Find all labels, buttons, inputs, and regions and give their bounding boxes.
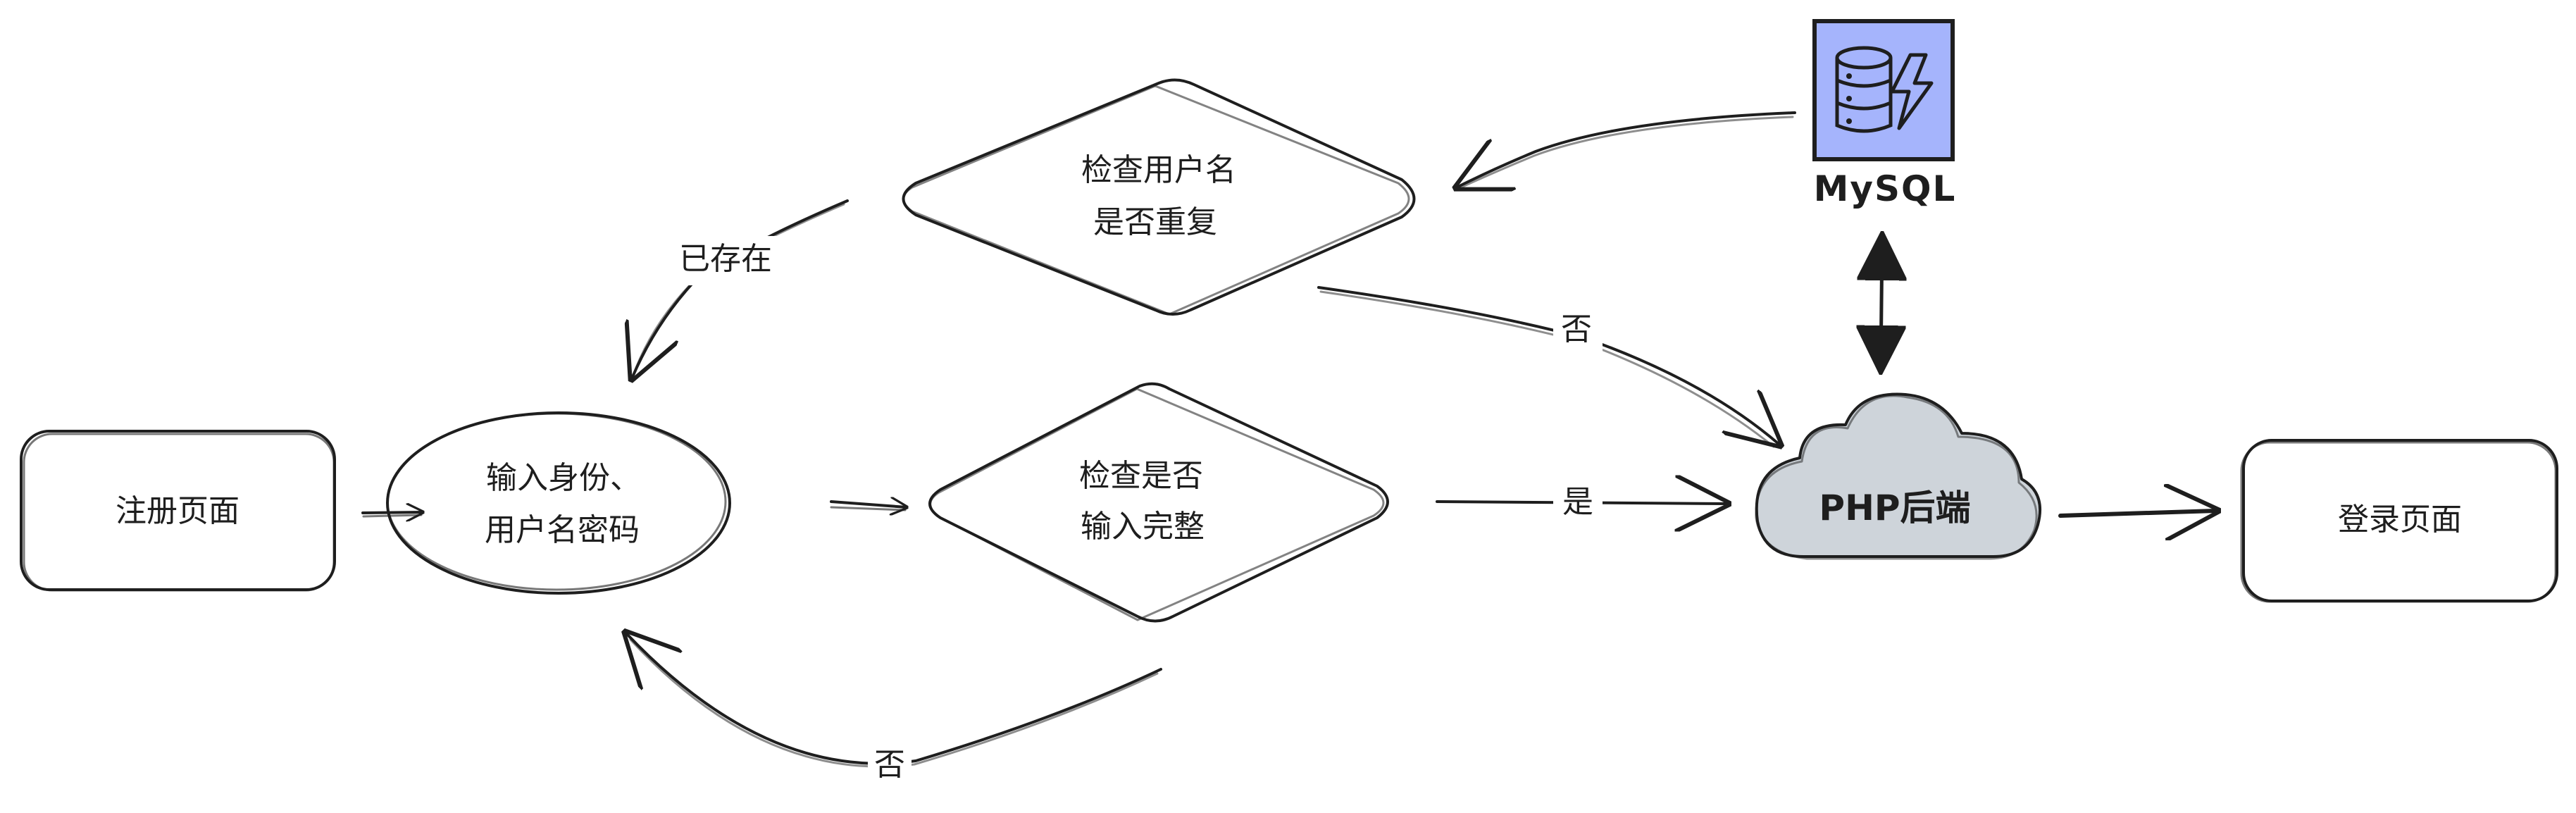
- mysql-node: MySQL: [1812, 19, 1957, 209]
- register-page-node: 注册页面: [20, 430, 336, 592]
- login-page-label: 登录页面: [2338, 502, 2462, 538]
- edge-check-duplicate-to-input-exists: [633, 199, 849, 377]
- login-page-node: 登录页面: [2240, 439, 2558, 603]
- input-credentials-label-line1: 输入身份、: [486, 460, 641, 496]
- check-complete-label-line2: 输入完整: [1081, 509, 1205, 545]
- check-duplicate-label-line1: 检查用户名: [1081, 152, 1236, 188]
- edge-no-label-bottom: 否: [874, 747, 905, 783]
- edge-php-to-login: [2058, 511, 2215, 516]
- input-credentials-node: 输入身份、 用户名密码: [386, 411, 731, 595]
- edge-no-label-top: 否: [1561, 311, 1592, 347]
- edge-mysql-to-check-duplicate: [1458, 111, 1796, 187]
- php-backend-label: PHP后端: [1819, 488, 1970, 528]
- database-lightning-icon: [1812, 19, 1955, 161]
- check-duplicate-label-line2: 是否重复: [1093, 204, 1217, 240]
- edge-mysql-php-bidirectional: [1881, 236, 1882, 370]
- check-complete-label-line1: 检查是否: [1079, 458, 1203, 494]
- register-page-label: 注册页面: [116, 493, 239, 529]
- mysql-label: MySQL: [1814, 168, 1957, 209]
- check-duplicate-node: 检查用户名 是否重复: [902, 78, 1416, 316]
- input-credentials-label-line2: 用户名密码: [485, 512, 640, 548]
- edge-yes-label: 是: [1562, 484, 1593, 520]
- edge-register-to-input: [361, 512, 423, 516]
- edge-check-duplicate-to-php-no: [1317, 286, 1779, 447]
- cloud-icon: [1755, 392, 2042, 558]
- edge-exists-label: 已存在: [679, 241, 772, 277]
- php-backend-node: PHP后端: [1755, 392, 2042, 560]
- edge-input-to-check-complete: [830, 502, 907, 510]
- check-complete-node: 检查是否 输入完整: [928, 382, 1389, 623]
